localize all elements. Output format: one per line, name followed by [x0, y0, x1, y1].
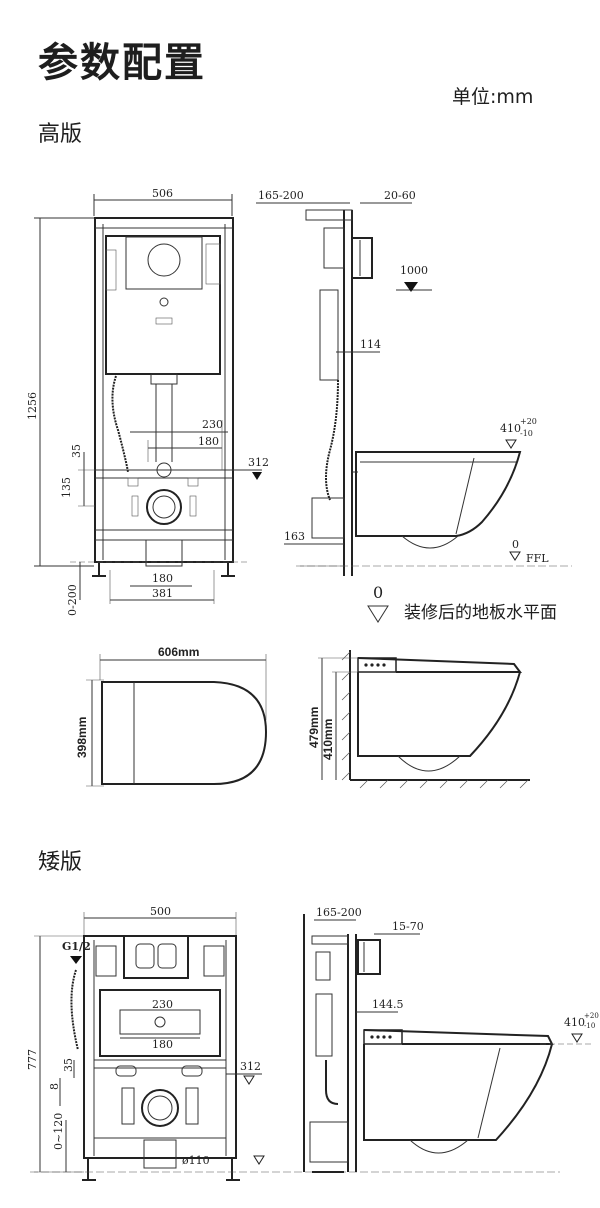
high-side-20-60-label: 20-60	[384, 189, 416, 202]
low-front-312-label: 312	[240, 1060, 261, 1073]
high-front-180-bottom-label: 180	[152, 572, 173, 585]
high-side-163-label: 163	[284, 530, 305, 543]
high-side-view: 165-200 20-60 1000 114 410 +20 -10	[256, 189, 572, 623]
toilet-side-view: 479mm 410mm	[307, 650, 530, 789]
low-side-410-plus: +20	[584, 1012, 599, 1020]
floor-legend-text: 装修后的地板水平面	[404, 603, 557, 623]
low-front-35-label: 35	[62, 1058, 75, 1072]
high-side-ffl-label: FFL	[526, 552, 549, 565]
low-side-15-70-label: 15-70	[392, 920, 424, 933]
low-side-144-5-label: 144.5	[372, 998, 404, 1011]
toilet-height1-label: 479mm	[307, 707, 321, 748]
page-title: 参数配置	[38, 40, 206, 86]
high-side-410-label: 410	[500, 422, 521, 435]
toilet-length-label: 606mm	[158, 645, 199, 659]
low-front-230-label: 230	[152, 998, 173, 1011]
low-front-180-label: 180	[152, 1038, 173, 1051]
toilet-height2-label: 410mm	[321, 719, 335, 760]
toilet-top-view: 606mm 398mm	[75, 645, 268, 787]
low-side-410-label: 410	[564, 1016, 585, 1029]
toilet-width-label: 398mm	[75, 717, 89, 758]
high-side-ffl-zero: 0	[512, 538, 519, 551]
low-front-g12-label: G1/2	[62, 940, 91, 953]
low-front-8-label: 8	[48, 1083, 61, 1090]
high-front-135-label: 135	[60, 477, 73, 498]
high-side-410-minus: -10	[520, 429, 533, 438]
unit-label: 单位:mm	[452, 86, 534, 108]
low-front-view: 500 G1/2 777 230 180 35 8	[26, 905, 560, 1181]
high-side-165-200-label: 165-200	[258, 189, 304, 202]
low-side-165-200-label: 165-200	[316, 906, 362, 919]
high-front-0-200-label: 0-200	[66, 584, 79, 616]
high-side-114-label: 114	[360, 338, 381, 351]
section-high-title: 高版	[38, 122, 83, 147]
high-front-35-label: 35	[70, 444, 83, 458]
low-side-410-minus: -10	[584, 1022, 595, 1030]
low-front-pipe-label: ø110	[182, 1154, 210, 1167]
low-front-0-120-label: 0~120	[52, 1113, 65, 1150]
high-front-width-label: 506	[152, 187, 173, 200]
low-side-view: 165-200 15-70 144.5 410 +20 -10	[303, 906, 599, 1173]
section-low-title: 矮版	[38, 850, 83, 875]
high-side-410-plus: +20	[520, 417, 537, 426]
low-front-height-label: 777	[26, 1049, 39, 1070]
high-front-381-label: 381	[152, 587, 173, 600]
high-front-height-label: 1256	[26, 392, 39, 420]
floor-legend-symbol: 0	[373, 583, 383, 602]
high-front-312-label: 312	[248, 456, 269, 469]
low-front-width-label: 500	[150, 905, 171, 918]
high-front-230-label: 230	[202, 418, 223, 431]
high-front-view: 506 1256	[26, 187, 269, 616]
high-front-180-top-label: 180	[198, 435, 219, 448]
high-side-1000-label: 1000	[400, 264, 428, 277]
